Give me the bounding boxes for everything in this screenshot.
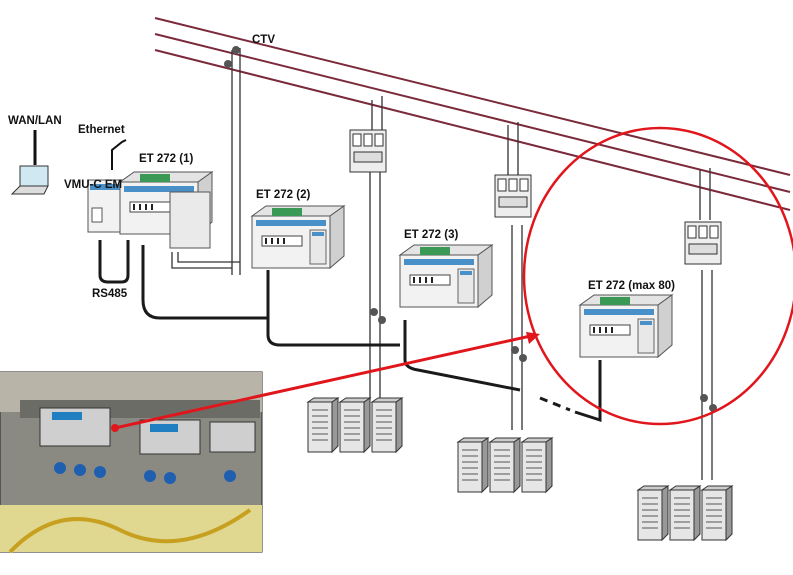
circuit-breaker-icon	[684, 221, 722, 265]
vertical-wires	[231, 48, 713, 480]
circuit-breaker-icon	[349, 129, 387, 173]
rs485-cables	[98, 240, 602, 423]
energy-meter-module	[169, 191, 211, 249]
wan-lan-label: WAN/LAN	[8, 115, 62, 127]
ctv-label: CTV	[252, 34, 275, 46]
et272-3-label: ET 272 (3)	[404, 229, 458, 241]
et272-max-label: ET 272 (max 80)	[588, 280, 675, 292]
vmu-c-em-device	[87, 179, 123, 233]
laptop-icon	[10, 130, 49, 195]
rs485-label: RS485	[92, 288, 128, 300]
server-rack-icon	[308, 398, 402, 452]
et272-1-label: ET 272 (1)	[139, 153, 193, 165]
server-rack-icon	[638, 486, 732, 540]
ethernet-label: Ethernet	[78, 124, 125, 136]
energy-meter-icon	[399, 244, 493, 308]
highlight-circle	[522, 126, 793, 426]
energy-meter-icon	[579, 294, 673, 358]
ethernet-cable	[111, 139, 127, 170]
pointer-line	[111, 332, 540, 432]
current-transformers	[224, 46, 717, 412]
photo-inset	[0, 371, 263, 554]
et272-2-label: ET 272 (2)	[256, 189, 310, 201]
power-lines	[154, 17, 791, 211]
circuit-breaker-icon	[494, 174, 532, 218]
energy-meter-icon	[251, 205, 345, 269]
vmu-c-em-label: VMU-C EM	[64, 179, 122, 191]
server-rack-icon	[458, 438, 552, 492]
